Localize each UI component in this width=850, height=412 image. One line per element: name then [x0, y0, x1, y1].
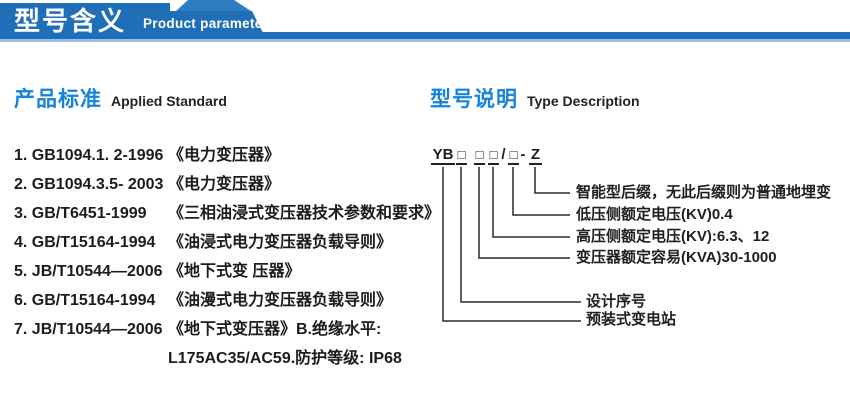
standard-title: 《电力变压器》	[168, 147, 281, 164]
diagram-label-prefab-substation: 预装式变电站	[586, 311, 677, 328]
type-description-heading: 型号说明 Type Description	[430, 83, 640, 113]
standards-list-item: 6. GB/T15164-1994 《油漫式电力变压器负载导则》	[14, 286, 434, 315]
model-code-suffix: Z	[529, 146, 542, 165]
standard-code: 3. GB/T6451-1999	[14, 205, 147, 222]
page-subtitle: Product parameters	[143, 16, 276, 31]
diagram-label-rated-capacity: 变压器额定容易(KVA)30-1000	[576, 249, 777, 266]
model-code-box-4: □	[508, 147, 519, 165]
diagram-label-hv-voltage: 高压侧额定电压(KV):6.3、12	[576, 228, 770, 245]
standard-code: 4. GB/T15164-1994	[14, 234, 156, 251]
type-description-heading-cn: 型号说明	[430, 88, 518, 111]
standard-title: L175AC35/AC59.防护等级: IP68	[168, 350, 402, 367]
standards-list-item-continuation: L175AC35/AC59.防护等级: IP68	[14, 344, 434, 373]
standards-list-item: 3. GB/T6451-1999 《三相油浸式变压器技术参数和要求》	[14, 199, 440, 228]
model-code-slash: /	[501, 146, 506, 163]
standards-list-item: 2. GB1094.3.5- 2003《电力变压器》	[14, 170, 434, 199]
standard-code: 1. GB1094.1. 2-1996	[14, 147, 164, 164]
standard-code: 6. GB/T15164-1994	[14, 292, 156, 309]
standard-title: 《地下式变 压器》	[168, 263, 301, 280]
header-banner-shape	[0, 0, 850, 42]
standard-title: 《油浸式电力变压器负载导则》	[168, 234, 393, 251]
standard-code	[14, 344, 168, 373]
standards-list-item: 1. GB1094.1. 2-1996《电力变压器》	[14, 141, 434, 170]
model-code-prefix: YB	[431, 146, 455, 165]
type-description-heading-en: Type Description	[527, 93, 640, 109]
diagram-label-smart-suffix: 智能型后缀，无此后缀则为普通地埋变	[576, 184, 832, 201]
standards-list-item: 5. JB/T10544—2006 《地下式变 压器》	[14, 257, 434, 286]
standard-title: 《油漫式电力变压器负载导则》	[168, 292, 393, 309]
model-code-box-3: □	[488, 147, 499, 165]
model-code-box-2: □	[474, 147, 485, 165]
standards-list-item: 7. JB/T10544—2006 《地下式变压器》B.绝缘水平:	[14, 315, 434, 344]
standards-list: 1. GB1094.1. 2-1996《电力变压器》 2. GB1094.3.5…	[14, 141, 440, 373]
diagram-label-lv-voltage: 低压侧额定电压(KV)0.4	[576, 206, 733, 223]
model-code-dash: -	[520, 146, 526, 163]
applied-standard-heading-cn: 产品标准	[14, 88, 102, 111]
standard-title: 《地下式变压器》B.绝缘水平:	[168, 321, 382, 338]
diagram-label-design-serial: 设计序号	[586, 293, 647, 310]
applied-standard-heading-en: Applied Standard	[111, 93, 227, 109]
model-code-box-1: □	[456, 147, 467, 165]
page-title: 型号含义	[14, 6, 127, 36]
standard-title: 《电力变压器》	[168, 176, 281, 193]
applied-standard-heading: 产品标准 Applied Standard	[14, 83, 227, 113]
standard-title: 《三相油浸式变压器技术参数和要求》	[168, 205, 441, 222]
standard-code: 7. JB/T10544—2006	[14, 321, 163, 338]
standard-code: 2. GB1094.3.5- 2003	[14, 176, 164, 193]
standard-code: 5. JB/T10544—2006	[14, 263, 163, 280]
standards-list-item: 4. GB/T15164-1994 《油浸式电力变压器负载导则》	[14, 228, 434, 257]
